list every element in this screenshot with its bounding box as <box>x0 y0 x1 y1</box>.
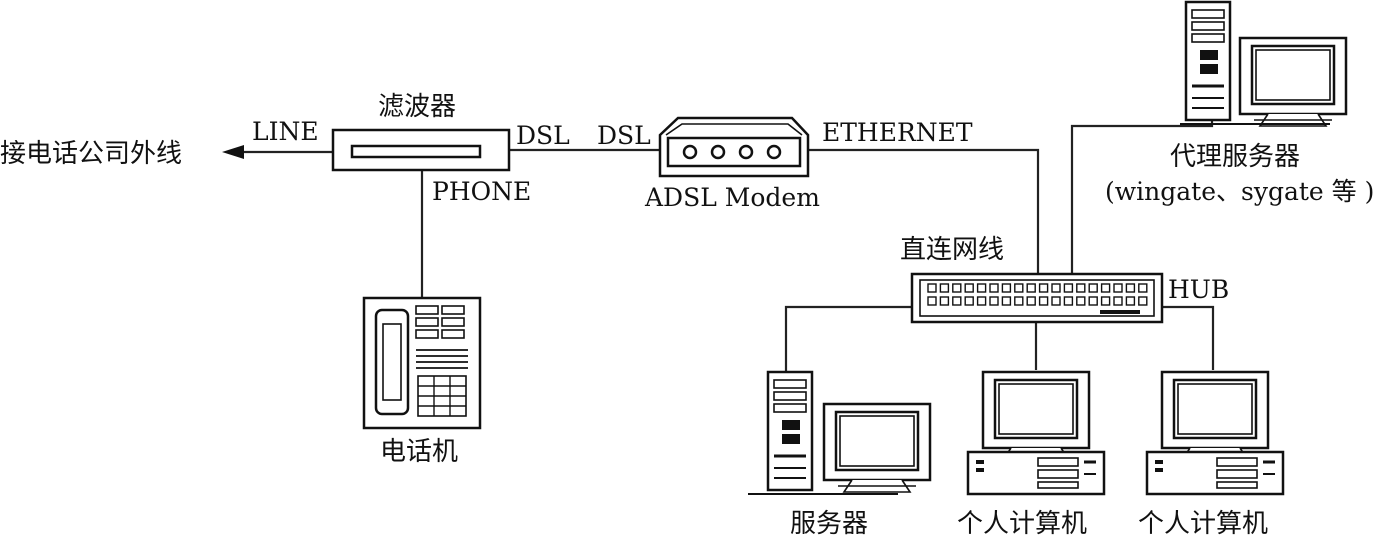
hub-port <box>1102 297 1110 305</box>
hub-port <box>1077 297 1085 305</box>
hub-port <box>1114 284 1122 292</box>
hub-port <box>1040 297 1048 305</box>
hub-port <box>1064 284 1072 292</box>
hub-port <box>1126 297 1134 305</box>
pc-1-device <box>968 372 1104 494</box>
hub-device <box>912 274 1162 322</box>
hub-port <box>990 297 998 305</box>
hub-port <box>1064 297 1072 305</box>
outgoing-arrow-icon <box>222 145 244 159</box>
hub-port <box>1015 284 1023 292</box>
hub-port <box>990 284 998 292</box>
server-label: 服务器 <box>790 509 868 539</box>
hub-port <box>1102 284 1110 292</box>
hub-port <box>978 297 986 305</box>
hub-port <box>940 297 948 305</box>
hub-port <box>1040 284 1048 292</box>
hub-port <box>1015 297 1023 305</box>
telephone-device <box>364 298 480 428</box>
line-port-label: LINE <box>252 117 319 146</box>
filter-phone-port-label: PHONE <box>432 177 531 206</box>
proxy-server-examples: (wingate、sygate 等 ) <box>1105 177 1374 206</box>
modem-dsl-port-label: DSL <box>597 121 651 150</box>
hub-port <box>1126 284 1134 292</box>
filter-label: 滤波器 <box>378 92 456 122</box>
direct-cable-label: 直连网线 <box>900 235 1004 265</box>
filter-dsl-port-label: DSL <box>516 121 570 150</box>
hub-port <box>1052 297 1060 305</box>
hub-port <box>1114 297 1122 305</box>
hub-port <box>1027 284 1035 292</box>
hub-port <box>928 297 936 305</box>
filter-device <box>333 130 509 170</box>
hub-port <box>1027 297 1035 305</box>
hub-port <box>928 284 936 292</box>
hub-port <box>965 284 973 292</box>
proxy-server-label: 代理服务器 <box>1170 142 1300 172</box>
hub-port <box>940 284 948 292</box>
hub-port <box>1002 297 1010 305</box>
hub-port <box>1089 297 1097 305</box>
hub-port <box>953 284 961 292</box>
pc-2-device <box>1147 372 1283 494</box>
modem-ethernet-port-label: ETHERNET <box>822 118 973 147</box>
hub-port <box>965 297 973 305</box>
modem-label: ADSL Modem <box>644 183 820 212</box>
telephone-label: 电话机 <box>380 437 458 467</box>
hub-port <box>1002 284 1010 292</box>
hub-port <box>953 297 961 305</box>
hub-port <box>1139 297 1147 305</box>
hub-port <box>1052 284 1060 292</box>
pc-1-label: 个人计算机 <box>957 509 1087 539</box>
hub-port <box>1139 284 1147 292</box>
external-line-label: 接电话公司外线 <box>0 139 182 169</box>
local-server-device <box>748 372 930 494</box>
hub-port <box>1077 284 1085 292</box>
adsl-modem-device <box>660 118 808 176</box>
hub-port <box>1089 284 1097 292</box>
proxy-server-device <box>1180 2 1346 126</box>
hub-port <box>978 284 986 292</box>
pc-2-label: 个人计算机 <box>1138 509 1268 539</box>
hub-label: HUB <box>1168 275 1229 304</box>
